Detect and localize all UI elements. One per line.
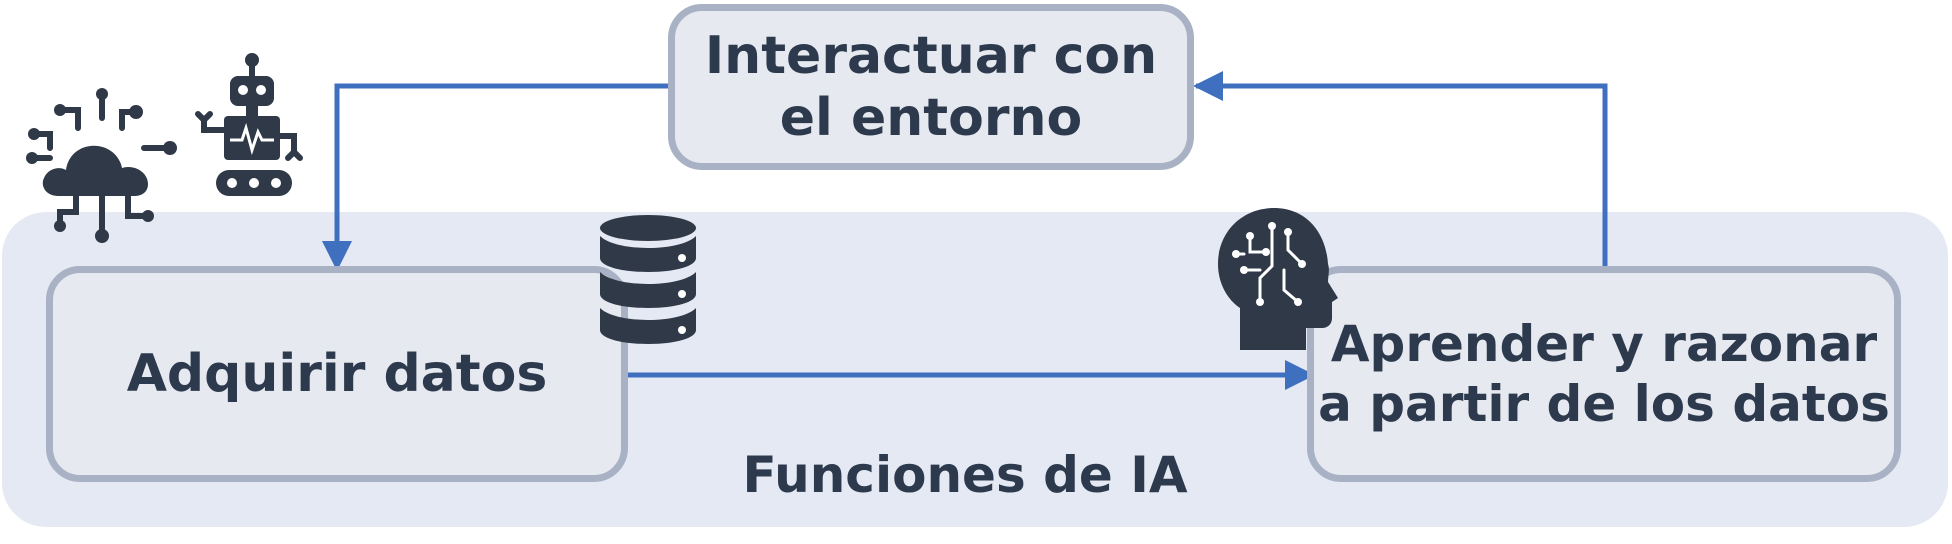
node-interact-line-1: Interactuar con xyxy=(704,25,1158,86)
database-icon xyxy=(600,215,696,344)
node-learn-line-2: a partir de los datos xyxy=(1318,375,1890,433)
panel-label: Funciones de IA xyxy=(742,446,1188,504)
edge-interact-to-acquire xyxy=(322,83,670,271)
cloud-network-icon xyxy=(26,88,177,243)
node-learn-reason: Aprender y razonar a partir de los datos xyxy=(1307,266,1901,482)
node-acquire-line-1: Adquirir datos xyxy=(126,343,548,404)
node-acquire-data: Adquirir datos xyxy=(46,266,628,482)
node-interact-environment: Interactuar con el entorno xyxy=(668,4,1194,170)
node-interact-line-2: el entorno xyxy=(779,88,1083,148)
robot-icon xyxy=(195,53,303,196)
edge-learn-to-interact xyxy=(1193,71,1608,270)
ai-head-icon xyxy=(1218,208,1338,350)
node-learn-line-1: Aprender y razonar xyxy=(1330,315,1878,373)
